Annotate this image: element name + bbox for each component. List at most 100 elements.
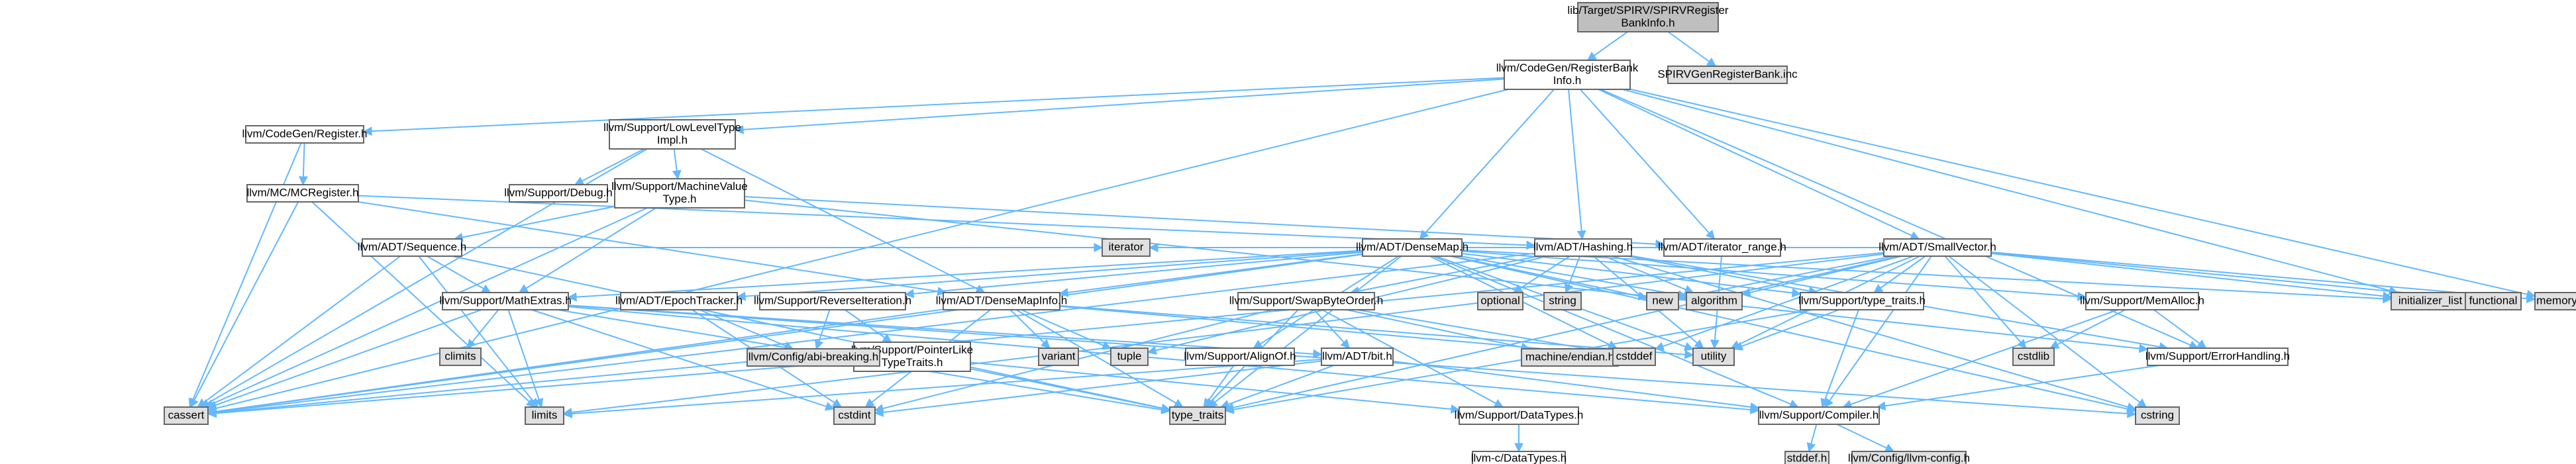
node-typetraits[interactable]: llvm/Support/type_traits.h [1798,292,1926,310]
node-bit[interactable]: llvm/ADT/bit.h [1321,348,1394,366]
edge-typetraits-to-typetraitsstd [1224,309,1812,414]
node-cgreg[interactable]: llvm/CodeGen/Register.h [242,125,368,144]
edge-line [574,148,644,185]
edge-line [298,142,308,186]
node-label: type_traits [1172,408,1223,421]
edge-densemapinfo-to-tuple [1021,309,1112,350]
node-label: llvm/Support/SwapByteOrder.h [1229,294,1383,306]
edge-mathextras-to-cstdint [531,309,835,411]
node-box [1102,238,1151,257]
node-mathextras[interactable]: llvm/Support/MathExtras.h [439,292,572,310]
edge-root-to-regbank [1586,31,1628,61]
edge-line [204,207,648,408]
node-new: new [1646,292,1679,310]
edge-line [1009,309,1051,349]
node-label: BankInfo.h [1621,17,1674,29]
edge-regbank-to-iterrange [1579,89,1716,240]
edge-smallvec-to-new [1677,255,1894,301]
node-variant: variant [1038,348,1079,366]
node-box [1667,66,1788,84]
node-box [164,406,209,425]
node-box [833,406,876,425]
edge-mathextras-to-compiler [568,306,1760,414]
node-label: string [1549,294,1576,306]
edge-line [736,250,1363,301]
edge-smallvec-to-cstddef [1654,255,1914,351]
edge-memalloc-to-errorh [2153,309,2207,349]
node-cdatatypes[interactable]: llvm-c/DataTypes.h [1471,451,1567,464]
edge-line [207,308,944,416]
edge-densemap-to-new [1452,255,1648,301]
edge-line [1357,309,1614,357]
edge-cgreg-to-cassert [188,142,302,408]
edge-typetraits-to-utility [1733,309,1839,351]
node-box [245,125,364,144]
edge-line [207,254,1363,416]
node-box [1477,292,1523,310]
node-box [525,406,564,425]
edge-line [1219,365,1335,409]
node-epoch[interactable]: llvm/ADT/EpochTracker.h [615,292,743,310]
node-label: lib/Target/SPIRV/SPIRVRegister [1567,4,1728,17]
node-datatypes[interactable]: llvm/Support/DataTypes.h [1455,406,1584,425]
node-reviter[interactable]: llvm/Support/ReverseIteration.h [754,292,911,310]
node-box [1612,348,1656,366]
node-densemapinfo[interactable]: llvm/ADT/DenseMapInfo.h [936,292,1067,310]
node-box [1883,238,1992,257]
node-climits: climits [439,348,482,366]
node-debug[interactable]: llvm/Support/Debug.h [504,184,613,203]
node-box [1686,292,1743,310]
node-abibreaking: llvm/Config/abi-breaking.h [747,348,880,367]
node-swapbyte[interactable]: llvm/Support/SwapByteOrder.h [1229,292,1383,310]
node-label: llvm/CodeGen/Register.h [242,127,368,140]
edge-line [699,309,794,350]
node-box [1784,451,1829,464]
edge-line [1990,252,2467,302]
node-typetraitsstd: type_traits [1169,406,1226,425]
node-hashing[interactable]: llvm/ADT/Hashing.h [1533,238,1633,257]
node-sequence[interactable]: llvm/ADT/Sequence.h [358,238,466,257]
edge-densemapinfo-to-typetraitsstd [1015,309,1184,408]
node-label: llvm/ADT/SmallVector.h [1879,240,1996,253]
node-stddef: stddef.h [1784,451,1829,464]
edge-line [1677,255,1894,301]
edge-line [362,77,1505,136]
edge-smallvec-to-memory [1990,252,2536,304]
node-errorh[interactable]: llvm/Support/ErrorHandling.h [2145,348,2290,366]
node-smallvec[interactable]: llvm/ADT/SmallVector.h [1879,238,1996,257]
edge-pointerlike-to-cassert [207,361,854,418]
edge-line [1224,255,1900,412]
node-label: SPIRVGenRegisterBank.inc [1657,68,1798,80]
edge-compiler-to-llvmconfig [1836,424,1895,452]
node-memalloc[interactable]: llvm/Support/MemAlloc.h [2080,292,2204,310]
node-iterrange[interactable]: llvm/ADT/iterator_range.h [1658,238,1786,257]
edge-hashing-to-cstring [1612,255,2137,412]
node-alignof[interactable]: llvm/Support/AlignOf.h [1184,348,1296,366]
edge-lowlevel-to-debug [574,148,644,185]
edge-mathextras-to-cassert [207,309,482,410]
edge-line [1948,255,2147,408]
node-compiler[interactable]: llvm/Support/Compiler.h [1758,406,1880,425]
edge-densemap-to-cstring [1450,255,2137,414]
node-string: string [1543,292,1582,310]
edge-line [1314,309,1351,349]
edge-line [1612,255,2137,412]
edge-smallvec-to-algorithm [1741,255,1902,297]
node-label: Info.h [1553,74,1582,87]
node-label: llvm/ADT/iterator_range.h [1658,240,1786,253]
node-box [439,348,482,366]
node-label: llvm/Support/DataTypes.h [1455,408,1584,421]
edge-line [1836,424,1895,452]
edge-line [1806,424,1818,453]
node-box [1800,292,1924,310]
node-mcreg[interactable]: llvm/MC/MCRegister.h [246,184,359,203]
node-layer: lib/Target/SPIRV/SPIRVRegisterBankInfo.h… [164,2,2576,464]
edge-line [1842,309,2118,409]
node-densemap[interactable]: llvm/ADT/DenseMap.h [1356,238,1468,257]
node-label: llvm/Support/ErrorHandling.h [2145,349,2290,362]
node-label: cstdlib [2018,349,2049,362]
